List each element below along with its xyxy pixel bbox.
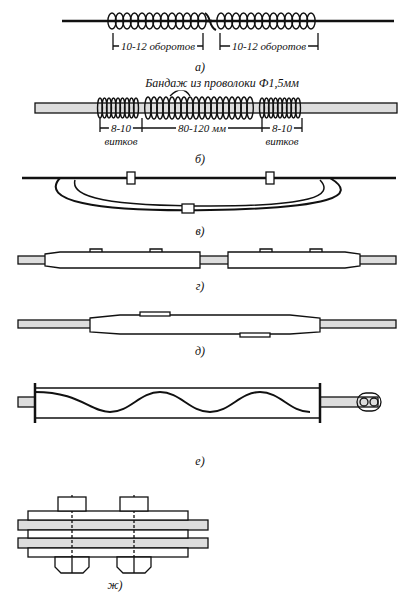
coil-turn (307, 13, 315, 29)
dimension-label: 10-12 оборотов (230, 40, 308, 52)
figure-letter: ж) (105, 579, 124, 592)
dimension-label: 80-120 мм (176, 122, 228, 134)
coil-turn (134, 98, 139, 118)
dimension-label: витков (263, 135, 300, 147)
figure-letter: б) (193, 153, 207, 166)
coil-turn (296, 98, 301, 118)
dimension-label: Бандаж из проволоки Ф1,5мм (143, 77, 301, 90)
figure-letter: г) (194, 280, 207, 293)
dimension-label: 8-10 (109, 122, 133, 134)
figure-letter: а) (193, 61, 207, 74)
coil-turn (198, 13, 206, 29)
figure-letter: е) (193, 455, 206, 468)
coil-turn (247, 97, 254, 119)
figure-letter: д) (193, 345, 207, 358)
dimension-label: витков (102, 135, 139, 147)
dimension-label: 8-10 (270, 122, 294, 134)
dimension-label: 10-12 оборотов (119, 40, 197, 52)
figure-letter: в) (193, 225, 206, 238)
